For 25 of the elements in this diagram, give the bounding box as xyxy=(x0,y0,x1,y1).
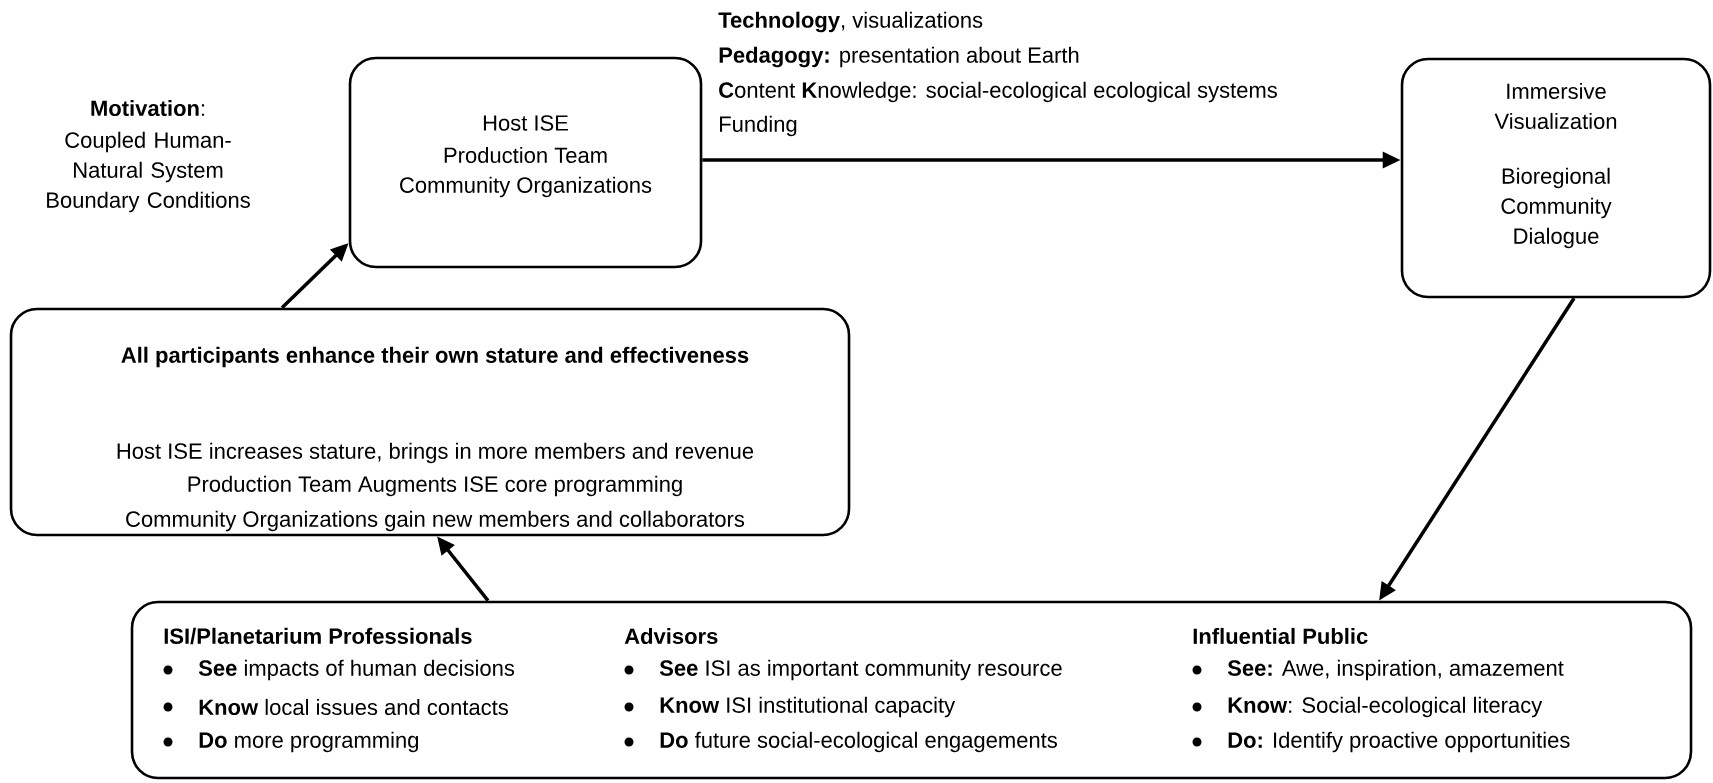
bullet-item: Do: Identify proactive opportunities xyxy=(1228,731,1570,753)
box-text: Immersive Visualization xyxy=(1494,82,1617,130)
column-heading: Advisors xyxy=(624,627,718,645)
box-text: Host ISE increases stature, brings in more members and revenue xyxy=(117,442,754,464)
bullet-item: See: Awe, inspiration, amazement xyxy=(1227,659,1564,681)
bullet-item: Know ISI institutional capacity xyxy=(660,696,956,718)
column-heading: ISI/Planetarium Professionals xyxy=(164,627,472,645)
bullet-item: See ISI as important community resource xyxy=(659,659,1062,681)
box-text: Community Organizations xyxy=(400,176,652,198)
annotation-text: Coupled Human-Natural System Boundary Conditions xyxy=(47,131,250,213)
bullet-item: Know: Social-ecological literacy xyxy=(1228,696,1543,718)
annotation-text: Pedagogy: presentation about Earth xyxy=(719,46,1079,68)
box-text: Production Team Augments ISE core programming xyxy=(188,475,682,497)
annotation-text: Motivation: xyxy=(91,99,205,117)
bullet-item: See impacts of human decisions xyxy=(198,659,515,681)
box-heading: All participants enhance their own stature and effectiveness xyxy=(121,346,749,368)
box-text: Community Organizations gain new members and collaborators xyxy=(126,510,745,532)
box-text: Host ISE xyxy=(483,115,568,131)
bullet-item: Know local issues and contacts xyxy=(199,698,508,716)
bullet-item: Do more programming xyxy=(199,731,419,753)
column-heading: Influential Public xyxy=(1193,627,1368,645)
box-text: Production Team xyxy=(444,146,607,164)
bullet-item: Do future social-ecological engagements xyxy=(660,731,1057,753)
annotation-text: Technology, visualizations xyxy=(718,11,983,33)
box-text: Bioregional Community Dialogue xyxy=(1501,167,1612,249)
